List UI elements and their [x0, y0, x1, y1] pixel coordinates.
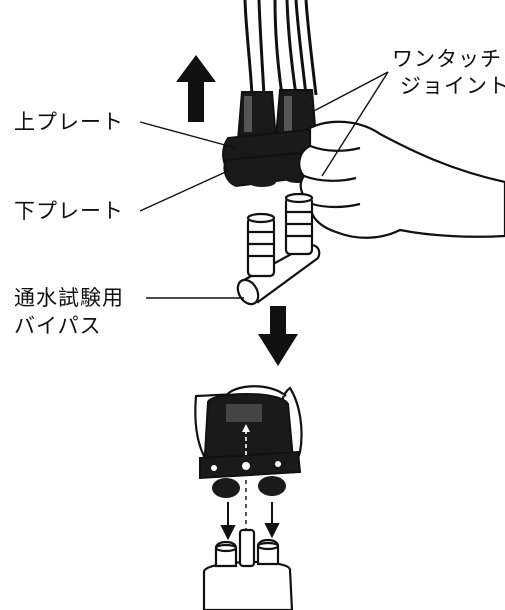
one-touch-joint-label-line2: ジョイント [400, 74, 505, 98]
center-axis [242, 424, 250, 456]
lower-plate-label: 下プレート [14, 199, 124, 223]
insert-arrows [220, 502, 280, 541]
hoses [243, 0, 318, 96]
bypass-label-line2: バイパス [14, 314, 102, 338]
filter-cartridge [202, 528, 294, 610]
arrow-up-icon [176, 55, 216, 122]
upper-plate-label: 上プレート [14, 110, 124, 134]
arrow-down-icon [258, 306, 298, 366]
one-touch-joint-label-line1: ワンタッチ [392, 47, 502, 71]
hand-top [298, 120, 505, 239]
upper-plate-assembly [222, 89, 335, 176]
plate-assembly-bottom [199, 393, 302, 498]
bypass-fitting [236, 192, 321, 306]
leader-lines [139, 71, 389, 299]
bypass-label-line1: 通水試験用 [14, 286, 124, 310]
